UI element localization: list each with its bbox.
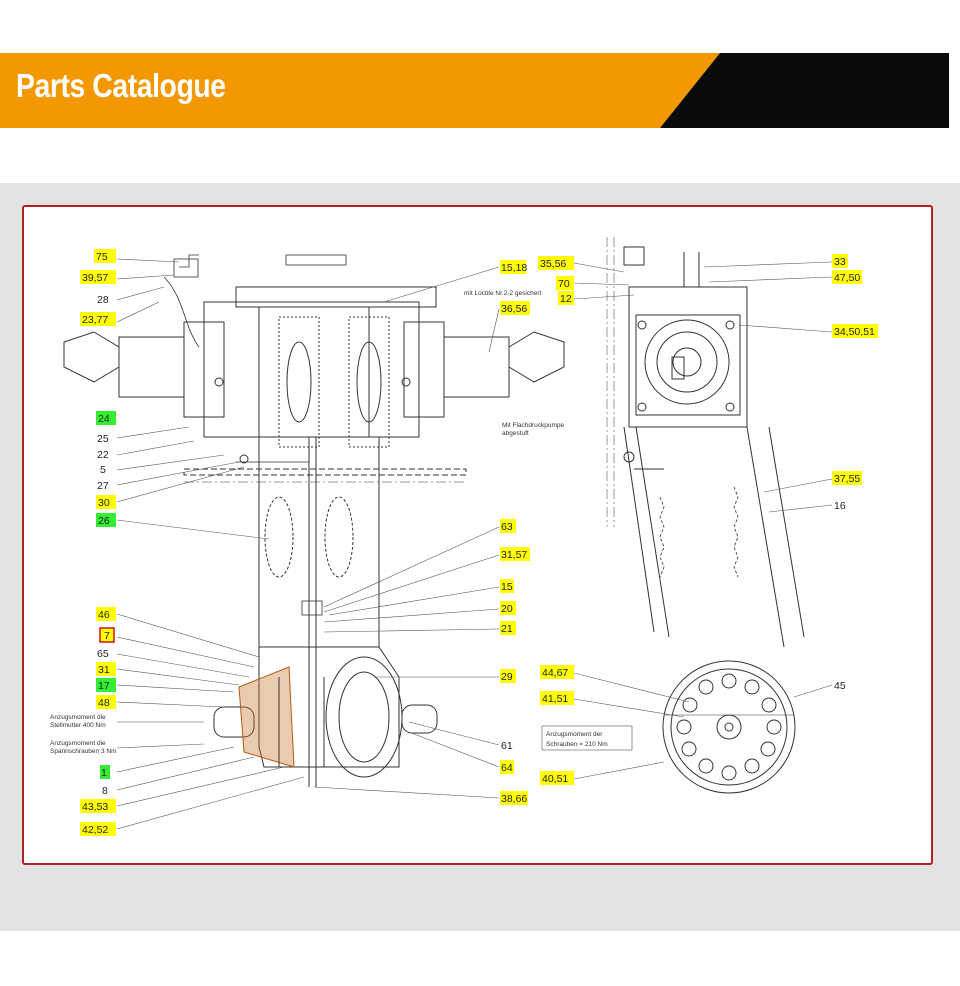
callout-22-label: 22 xyxy=(97,449,109,461)
leader-lines xyxy=(116,258,500,830)
torque-note-1b: Stellmutter 400 Nm xyxy=(50,722,106,729)
callout-47-50-label: 47,50 xyxy=(834,272,860,284)
callout-17 xyxy=(96,678,116,692)
callout-70 xyxy=(556,276,574,290)
callout-75-label: 75 xyxy=(96,251,108,263)
side-note-b: abgestuft xyxy=(502,430,529,437)
callout-47-50 xyxy=(832,270,862,284)
callout-20-label: 20 xyxy=(501,603,513,615)
callout-25-label: 25 xyxy=(97,433,109,445)
callout-46-label: 46 xyxy=(98,609,110,621)
callout-44-67 xyxy=(540,665,574,679)
torque-note-3a: Anzugsmoment der xyxy=(546,731,603,738)
callout-48 xyxy=(96,695,116,709)
callout-43-53 xyxy=(80,799,116,813)
callout-15 xyxy=(500,579,514,593)
callout-21-label: 21 xyxy=(501,623,513,635)
callout-39-57-label: 39,57 xyxy=(82,272,108,284)
callout-29-label: 29 xyxy=(501,671,513,683)
callout-40-51 xyxy=(540,771,574,785)
callout-48-label: 48 xyxy=(98,697,110,709)
callout-33 xyxy=(832,254,848,268)
callout-21 xyxy=(500,621,516,635)
callout-31 xyxy=(96,662,116,676)
callout-23-77-label: 23,77 xyxy=(82,314,108,326)
callout-34-50-51 xyxy=(832,324,878,338)
callout-27-label: 27 xyxy=(97,480,109,492)
callout-70-label: 70 xyxy=(558,278,570,290)
callout-61-label: 61 xyxy=(501,740,513,752)
right-view-drawing xyxy=(606,237,805,794)
callout-24-label: 24 xyxy=(98,413,110,425)
callout-45-label: 45 xyxy=(834,680,846,692)
callout-35-56 xyxy=(538,256,574,270)
torque-note-1a: Anzugsmoment die xyxy=(50,714,106,721)
callout-75 xyxy=(94,249,116,263)
callout-17-label: 17 xyxy=(98,680,110,692)
callout-29 xyxy=(500,669,516,683)
callout-28-label: 28 xyxy=(97,294,109,306)
header-banner: Parts Catalogue xyxy=(0,53,949,128)
callout-36-56-label: 36,56 xyxy=(501,303,527,315)
callout-15-label: 15 xyxy=(501,581,513,593)
callout-64-label: 64 xyxy=(501,762,513,774)
callout-1-label: 1 xyxy=(101,767,107,779)
callout-65-label: 65 xyxy=(97,648,109,660)
callout-42-52-label: 42,52 xyxy=(82,824,108,836)
callout-15-18-label: 15,18 xyxy=(501,262,527,274)
callout-64 xyxy=(500,760,514,774)
callout-38-66 xyxy=(500,791,528,805)
callout-8-label: 8 xyxy=(102,785,108,797)
callout-7-label: 7 xyxy=(104,630,110,642)
callout-40-51-label: 40,51 xyxy=(542,773,568,785)
callout-63 xyxy=(500,519,516,533)
callout-63-label: 63 xyxy=(501,521,513,533)
callout-39-57 xyxy=(80,270,116,284)
callout-35-56-label: 35,56 xyxy=(540,258,566,270)
right-leader-lines xyxy=(573,261,833,780)
callout-30-label: 30 xyxy=(98,497,110,509)
callout-37-55 xyxy=(832,471,862,485)
left-view-callouts: 75 39,57 28 23,77 24 25 22 5 27 30 26 46… xyxy=(50,249,565,836)
callout-33-label: 33 xyxy=(834,256,846,268)
callout-37-55-label: 37,55 xyxy=(834,473,860,485)
callout-1 xyxy=(100,765,110,779)
page-title: Parts Catalogue xyxy=(16,67,226,104)
side-note-a: Mit Flachdruckpumpe xyxy=(502,422,565,429)
left-view-drawing xyxy=(63,254,565,787)
callout-30 xyxy=(96,495,116,509)
callout-41-51 xyxy=(540,691,574,705)
callout-16-label: 16 xyxy=(834,500,846,512)
callout-43-53-label: 43,53 xyxy=(82,801,108,813)
torque-note-2a: Anzugsmoment die xyxy=(50,740,106,747)
callout-12-label: 12 xyxy=(560,293,572,305)
callout-26 xyxy=(96,513,116,527)
torque-note-3-box xyxy=(541,725,633,751)
callout-44-67-label: 44,67 xyxy=(542,667,568,679)
callout-7 xyxy=(99,627,115,643)
callout-36-56 xyxy=(500,301,530,315)
callout-26-label: 26 xyxy=(98,515,110,527)
torque-note-2b: Spannschrauben 3 Nm xyxy=(50,748,117,755)
callout-46 xyxy=(96,607,116,621)
callout-20 xyxy=(500,601,516,615)
technical-drawing: 75 39,57 28 23,77 24 25 22 5 27 30 26 46… xyxy=(50,237,878,836)
callout-38-66-label: 38,66 xyxy=(501,793,527,805)
drawing-frame: 75 39,57 28 23,77 24 25 22 5 27 30 26 46… xyxy=(22,205,933,865)
torque-note-3b: Schrauben = 210 Nm xyxy=(546,741,608,748)
callout-31-label: 31 xyxy=(98,664,110,676)
callout-34-50-51-label: 34,50,51 xyxy=(834,326,875,338)
callout-12 xyxy=(558,291,574,305)
callout-5-label: 5 xyxy=(100,464,106,476)
callout-24 xyxy=(96,411,116,425)
callout-31-57-label: 31,57 xyxy=(501,549,527,561)
callout-42-52 xyxy=(80,822,116,836)
callout-31-57 xyxy=(500,547,530,561)
banner-shape xyxy=(0,53,949,128)
callout-15-18 xyxy=(500,260,526,274)
top-note: mit Loctite Nr.2-2 gesichert xyxy=(464,290,542,297)
right-view-callouts: 35,56 70 12 33 47,50 34,50,51 37,55 16 4… xyxy=(538,254,878,785)
callout-23-77 xyxy=(80,312,116,326)
callout-41-51-label: 41,51 xyxy=(542,693,568,705)
